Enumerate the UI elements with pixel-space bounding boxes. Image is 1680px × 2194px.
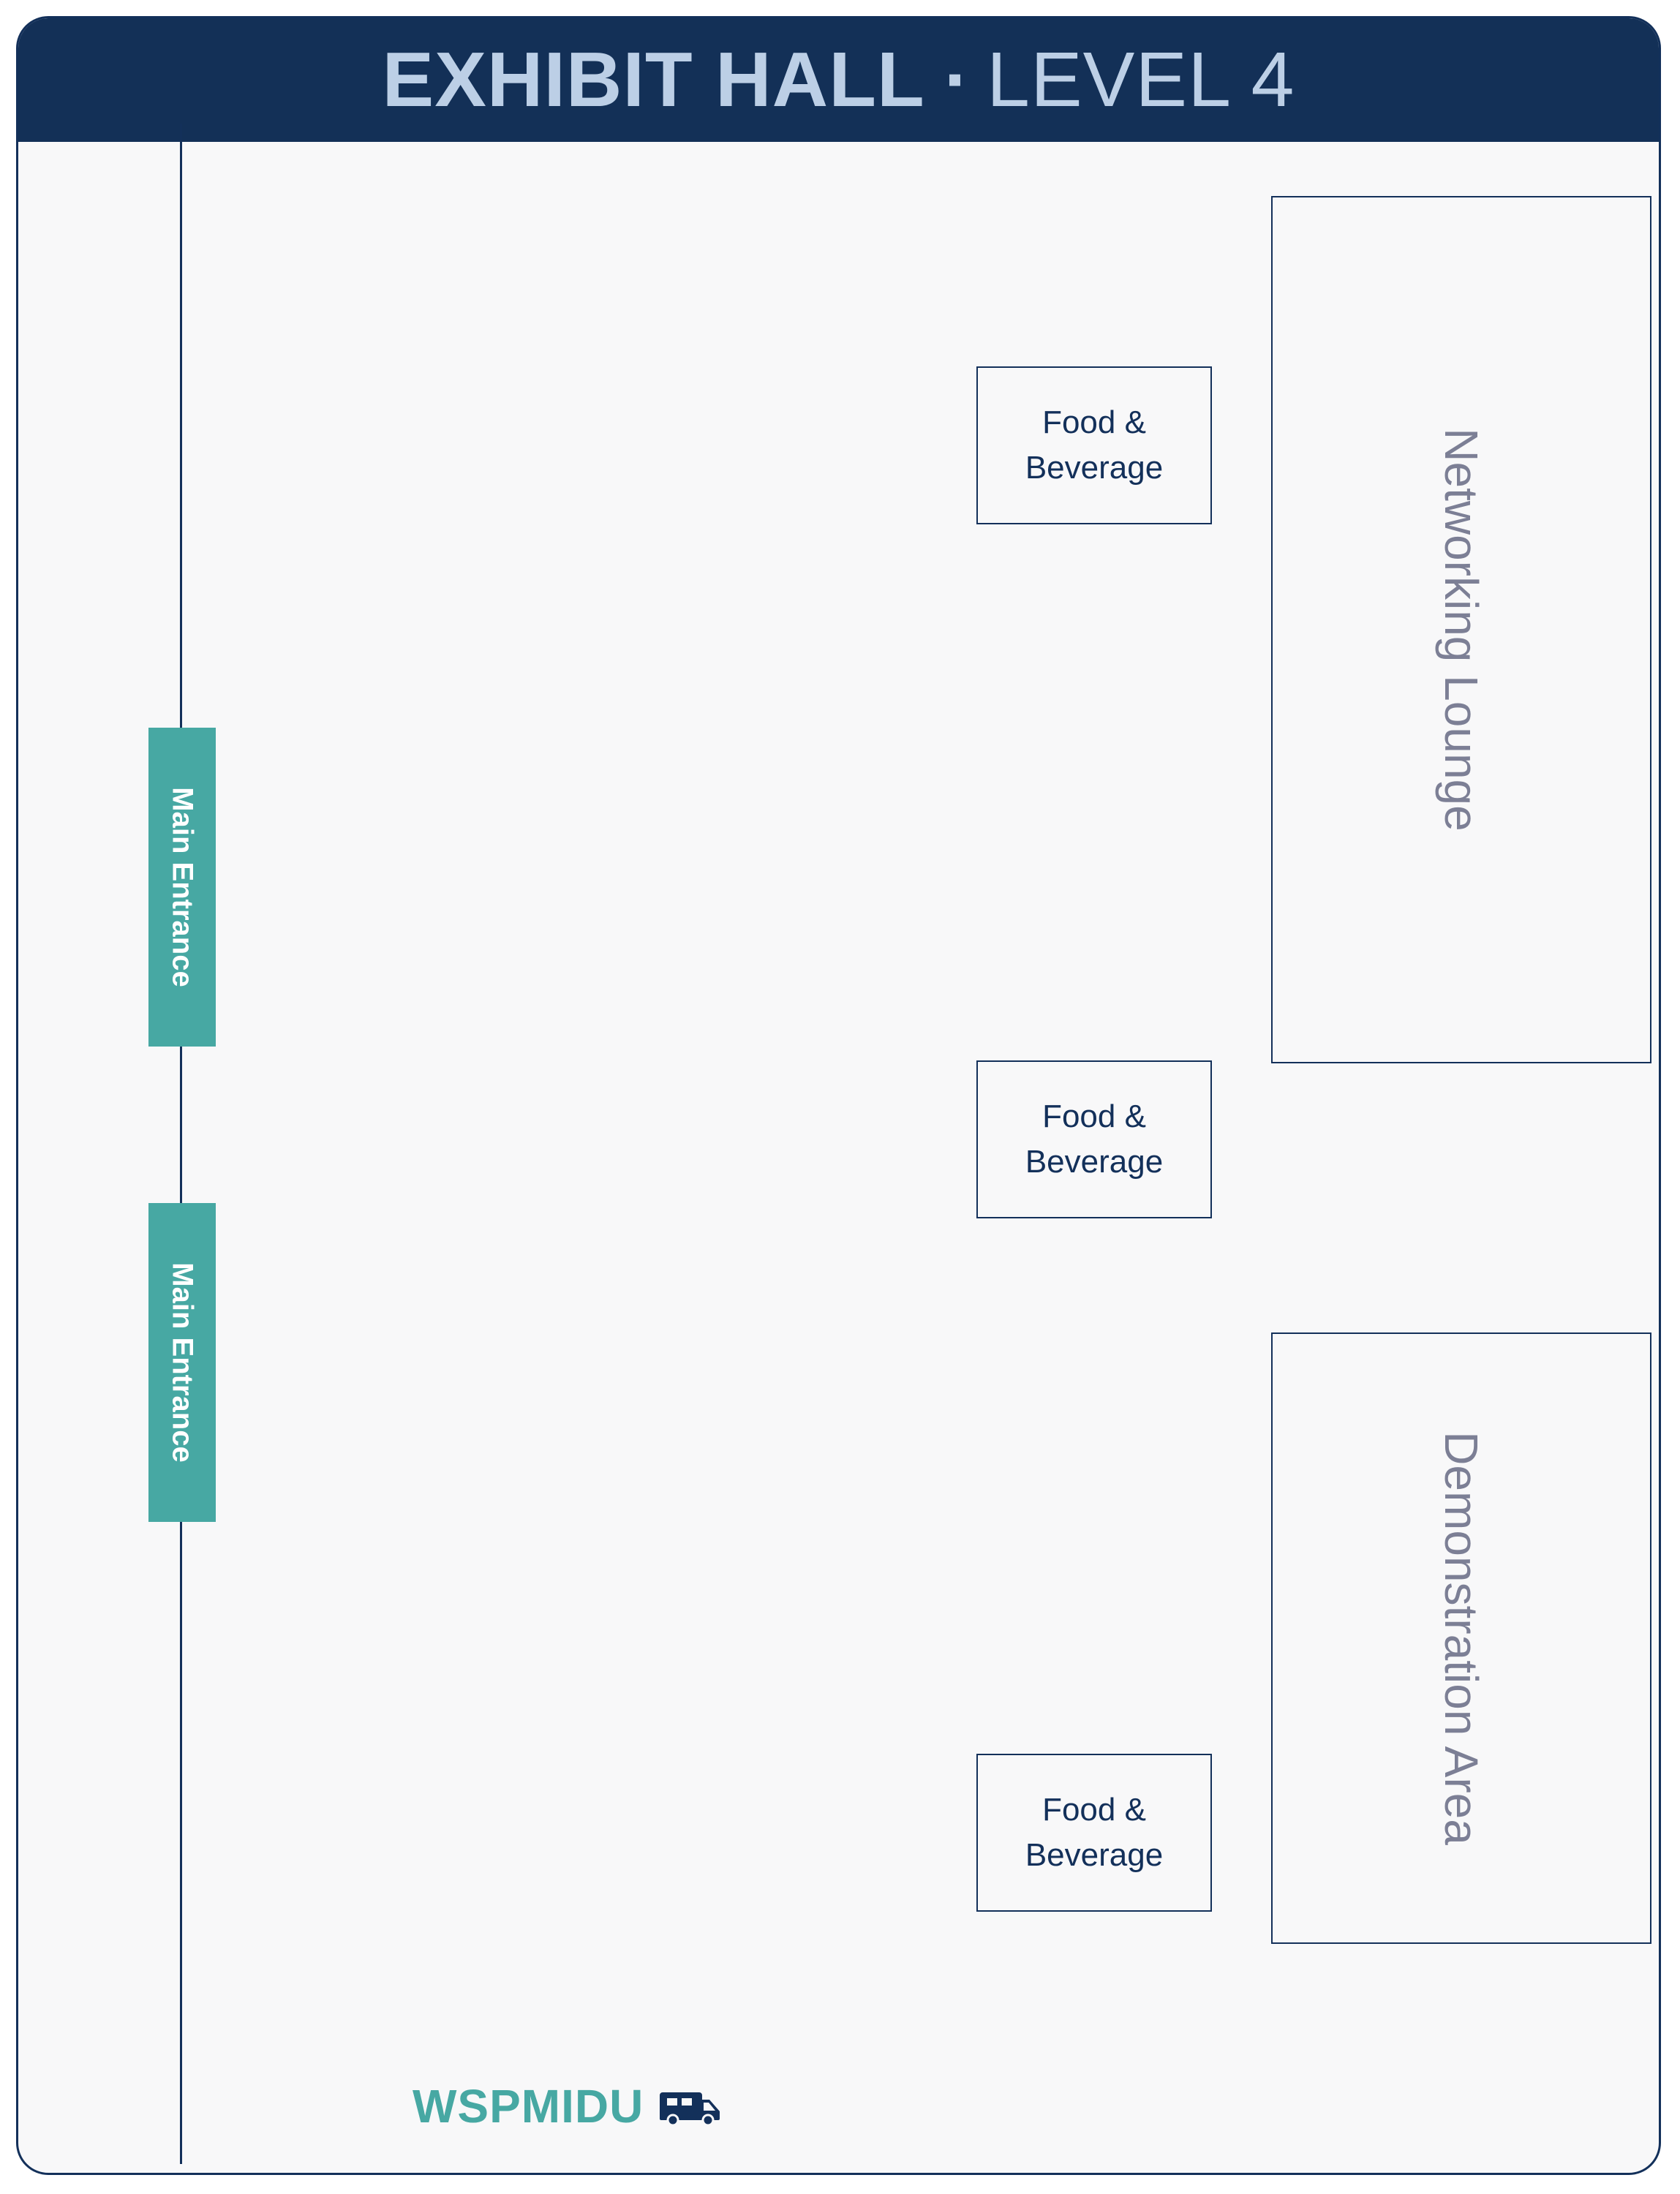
- page-title: EXHIBIT HALL · LEVEL 4: [18, 18, 1659, 142]
- demonstration-area-label: Demonstration Area: [1435, 1431, 1488, 1845]
- food-beverage-label: Food & Beverage: [999, 1787, 1189, 1878]
- corridor-line: [180, 124, 182, 2164]
- food-beverage-middle[interactable]: Food & Beverage: [976, 1060, 1212, 1218]
- food-beverage-bottom[interactable]: Food & Beverage: [976, 1754, 1212, 1912]
- camper-van-icon: [660, 2092, 720, 2126]
- entrance-label: Main Entrance: [166, 787, 199, 987]
- fb-line2: Beverage: [1025, 1144, 1164, 1180]
- main-entrance-upper[interactable]: Main Entrance: [148, 728, 216, 1047]
- title-hall: EXHIBIT HALL: [382, 37, 925, 123]
- main-entrance-lower[interactable]: Main Entrance: [148, 1203, 216, 1522]
- title-separator: ·: [943, 37, 971, 123]
- fb-line2: Beverage: [1025, 1837, 1164, 1873]
- title-level: LEVEL 4: [987, 37, 1295, 123]
- fb-line2: Beverage: [1025, 450, 1164, 486]
- food-beverage-label: Food & Beverage: [999, 400, 1189, 491]
- header-bar: [18, 18, 1659, 142]
- food-beverage-label: Food & Beverage: [999, 1094, 1189, 1185]
- networking-lounge-label: Networking Lounge: [1435, 428, 1488, 832]
- fb-line1: Food &: [1042, 404, 1146, 440]
- food-beverage-top[interactable]: Food & Beverage: [976, 366, 1212, 524]
- brand-name: WSPMIDU: [413, 2080, 644, 2133]
- demonstration-area[interactable]: Demonstration Area: [1271, 1332, 1651, 1944]
- map-frame: EXHIBIT HALL · LEVEL 4: [16, 16, 1661, 2175]
- networking-lounge[interactable]: Networking Lounge: [1271, 196, 1651, 1063]
- fb-line1: Food &: [1042, 1098, 1146, 1134]
- entrance-label: Main Entrance: [166, 1262, 199, 1463]
- fb-line1: Food &: [1042, 1792, 1146, 1828]
- brand-logo: WSPMIDU: [413, 2077, 723, 2135]
